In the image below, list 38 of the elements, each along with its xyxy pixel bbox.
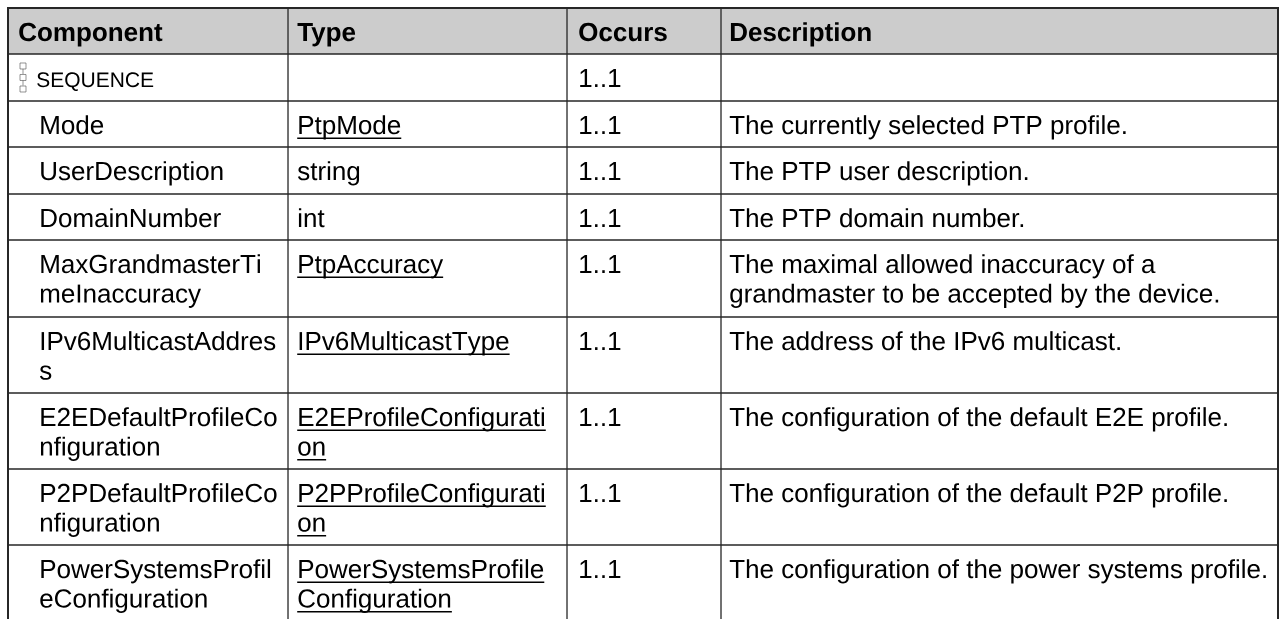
description-text: The configuration of the default E2E profile. bbox=[729, 407, 1227, 432]
occurrence-count: 1..1 bbox=[580, 69, 621, 87]
type-link: E2EProfileConfiguration bbox=[296, 407, 544, 461]
component-name: MaxGrandmasterTimeInaccuracy bbox=[40, 254, 260, 308]
type-link: P2PProfileConfiguration bbox=[296, 483, 544, 537]
column-header: Occurs bbox=[579, 22, 667, 42]
description-text: The address of the IPv6 multicast. bbox=[729, 331, 1120, 351]
occurrence-count: 1..1 bbox=[580, 484, 621, 502]
column-header: Description bbox=[730, 22, 871, 47]
occurrence-count: 1..1 bbox=[580, 408, 621, 426]
description-text: The configuration of the default P2P profile. bbox=[729, 483, 1227, 508]
column-header: Type bbox=[297, 23, 356, 47]
occurrence-count: 1..1 bbox=[580, 116, 621, 134]
description-text: The maximal allowed inaccuracy of a grandmaster to be accepted by the device. bbox=[729, 254, 1219, 308]
description-text: The configuration of the power systems profile. bbox=[729, 559, 1266, 584]
component-name: PowerSystemsProfileConfiguration bbox=[40, 559, 271, 613]
occurrence-count: 1..1 bbox=[580, 332, 621, 350]
component-name: UserDescription bbox=[41, 161, 223, 186]
description-text: The currently selected PTP profile. bbox=[729, 115, 1126, 140]
sequence-label: SEQUENCE bbox=[37, 72, 154, 91]
description-text: The PTP domain number. bbox=[729, 208, 1024, 228]
type-link: PtpMode bbox=[299, 115, 401, 140]
component-name: Mode bbox=[41, 115, 104, 135]
type-name: int bbox=[298, 208, 325, 228]
component-name: DomainNumber bbox=[41, 208, 221, 228]
description-text: The PTP user description. bbox=[729, 161, 1028, 186]
column-header: Component bbox=[19, 22, 163, 47]
type-name: string bbox=[297, 161, 360, 186]
component-name: P2PDefaultProfileConfiguration bbox=[40, 483, 277, 537]
type-link: PowerSystemsProfileConfiguration bbox=[296, 559, 544, 613]
occurrence-count: 1..1 bbox=[580, 162, 621, 180]
occurrence-count: 1..1 bbox=[580, 209, 621, 227]
component-name: IPv6MulticastAddress bbox=[39, 331, 276, 380]
occurrence-count: 1..1 bbox=[580, 560, 621, 578]
type-link: IPv6MulticastType bbox=[299, 331, 509, 356]
occurrence-count: 1..1 bbox=[580, 255, 621, 273]
component-name: E2EDefaultProfileConfiguration bbox=[40, 407, 277, 461]
type-link: PtpAccuracy bbox=[299, 255, 444, 279]
